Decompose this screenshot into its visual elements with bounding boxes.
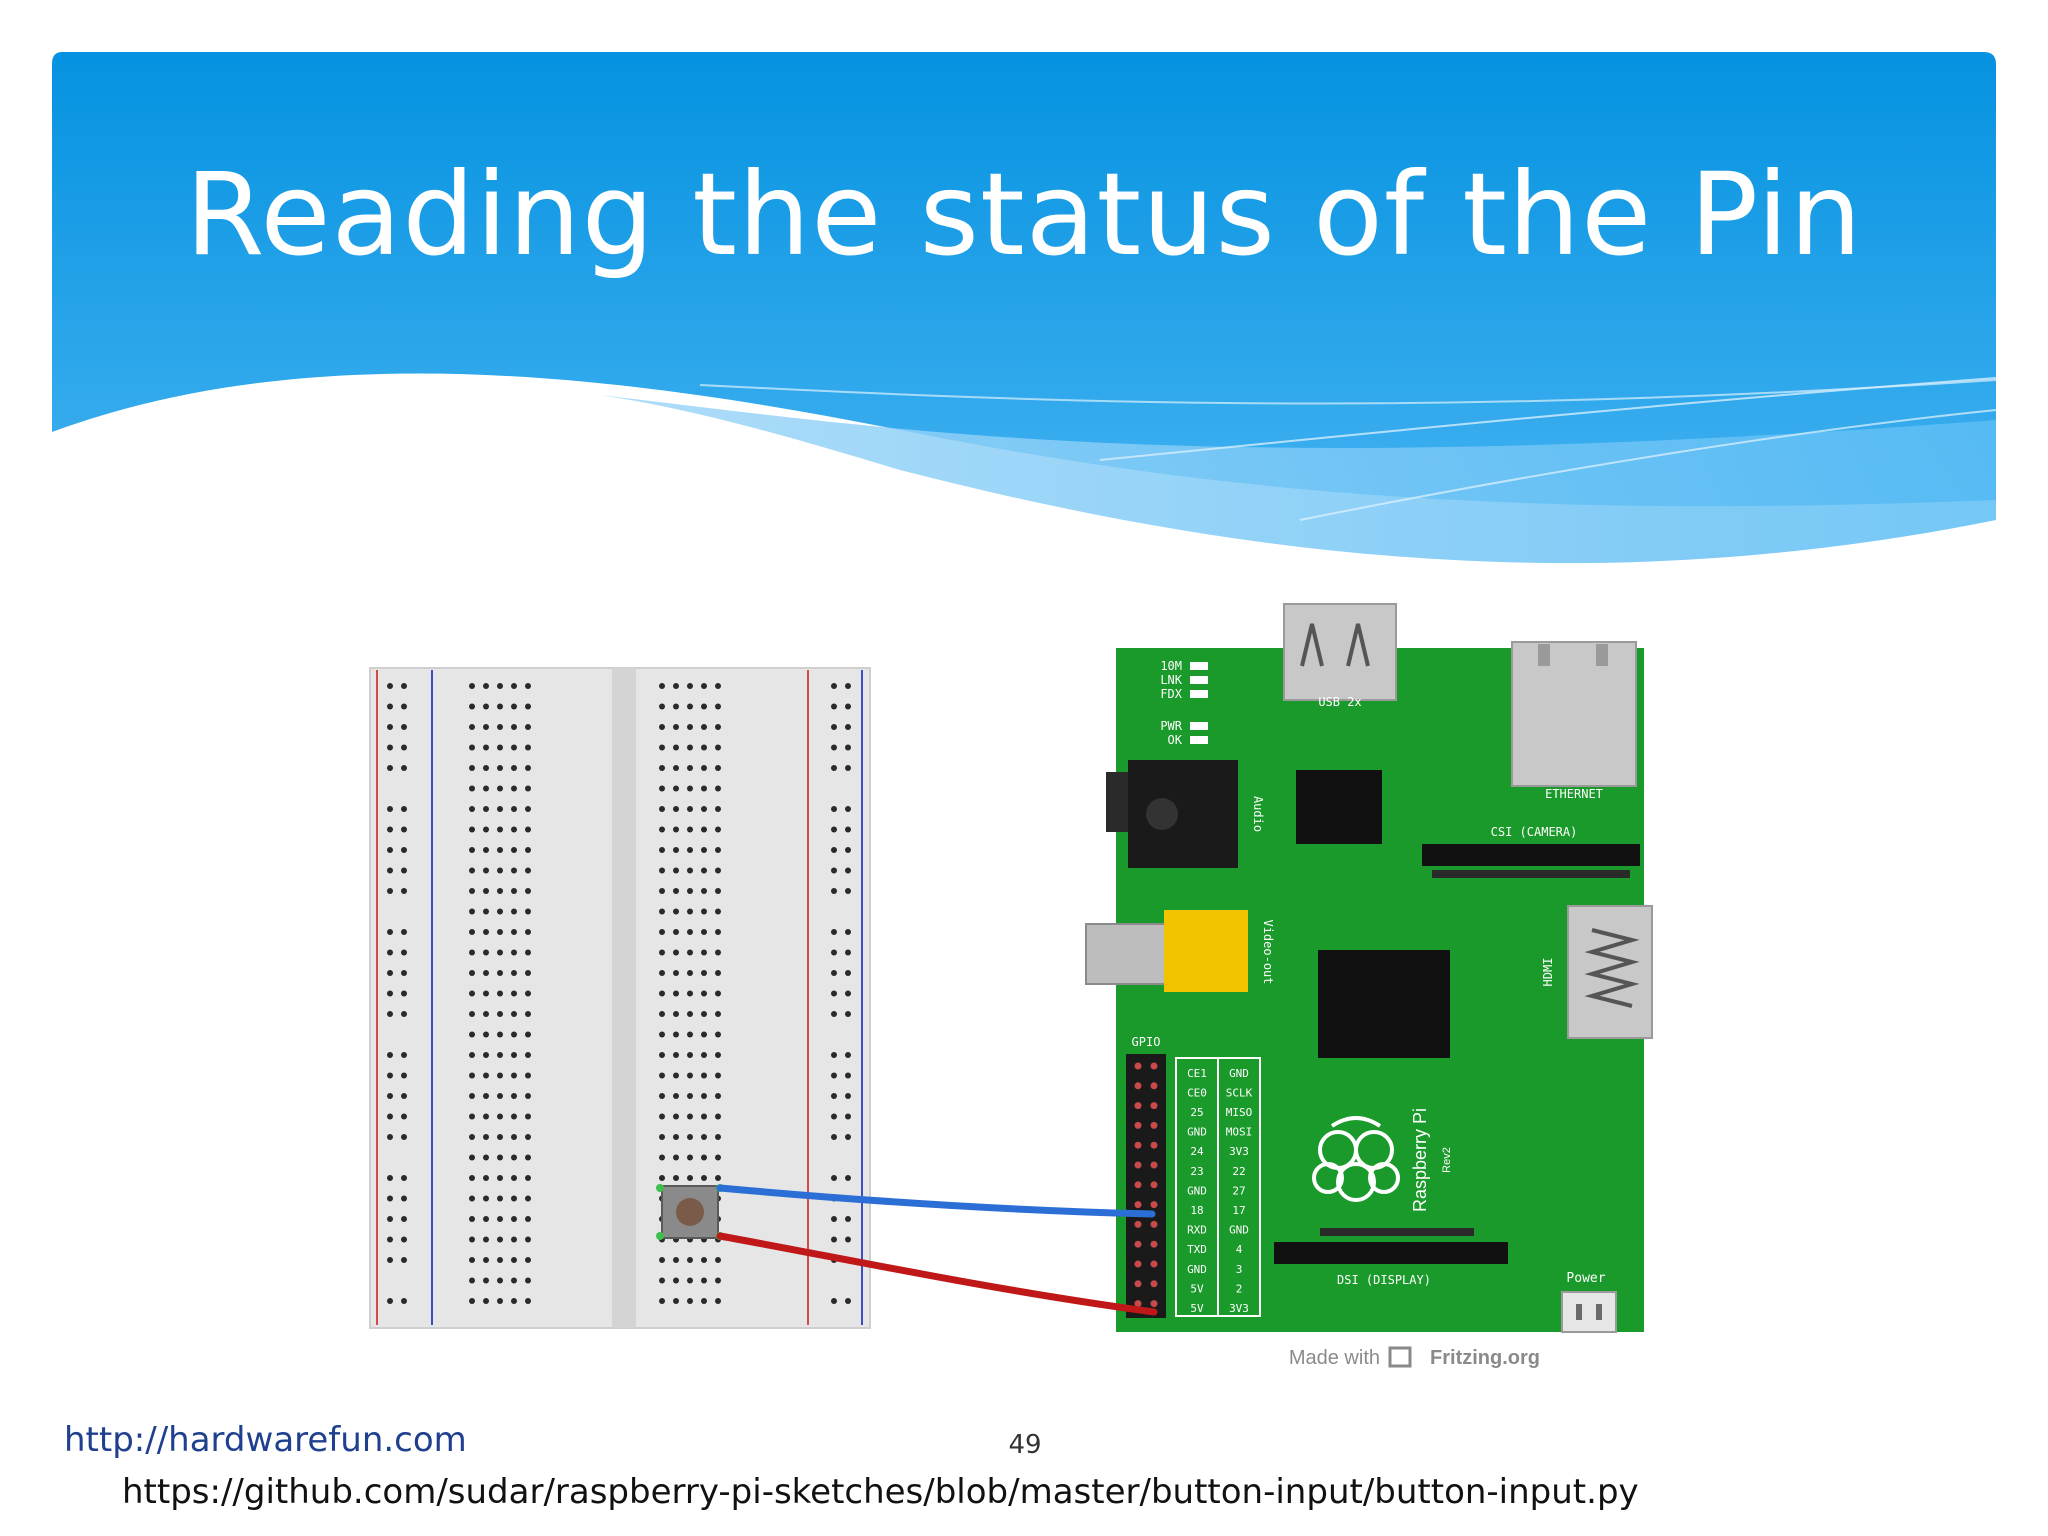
page-number: 49 <box>1008 1430 1042 1460</box>
gpio-pin-label: 5V <box>1190 1302 1204 1315</box>
gpio-label: GPIO <box>1132 1035 1161 1049</box>
gpio-pin-label: CE1 <box>1187 1067 1207 1080</box>
video-label: Video-out <box>1261 919 1275 984</box>
gpio-pin-label: 18 <box>1190 1204 1203 1217</box>
ethernet-port: ETHERNET <box>1511 641 1637 801</box>
csi-connector: CSI (CAMERA) <box>1422 825 1640 878</box>
gpio-pin-label: 5V <box>1190 1282 1204 1295</box>
csi-label: CSI (CAMERA) <box>1491 825 1578 839</box>
fritzing-logo-icon <box>1388 1346 1412 1368</box>
usb-controller-chip <box>1296 770 1382 844</box>
gpio-pin-label: TXD <box>1187 1243 1207 1256</box>
gpio-pin-label: 25 <box>1190 1106 1203 1119</box>
rev-label: Rev2 <box>1441 1147 1453 1173</box>
gpio-pin-label: GND <box>1187 1263 1207 1276</box>
gpio-pin-label: 2 <box>1236 1282 1243 1295</box>
breadboard <box>369 667 871 1329</box>
power-port: Power <box>1561 1271 1617 1333</box>
gpio-pin-label: 3V3 <box>1229 1302 1249 1315</box>
source-code-link[interactable]: https://github.com/sudar/raspberry-pi-sk… <box>122 1472 1639 1512</box>
soc-chip <box>1318 950 1450 1058</box>
gpio-pin-label: CE0 <box>1187 1086 1207 1099</box>
gpio-header: GPIO 3V3234GND1727223V3MOSIMISOSCLKGND5V… <box>1126 1035 1261 1318</box>
gpio-pin-label: GND <box>1187 1126 1207 1139</box>
gpio-pin-label: MISO <box>1226 1106 1253 1119</box>
gpio-pin-label: 3V3 <box>1229 1145 1249 1158</box>
slide-title: Reading the status of the Pin <box>185 148 1863 281</box>
audio-jack: Audio <box>1106 760 1265 868</box>
dsi-connector: DSI (DISPLAY) <box>1274 1228 1508 1287</box>
gpio-pin-label: 4 <box>1236 1243 1243 1256</box>
raspberry-pi-board: USB 2x ETHERNET 10M LNK FDX PWR OK <box>1085 603 1653 1333</box>
gpio-pin-label: SCLK <box>1226 1086 1253 1099</box>
gpio-pin-label: 24 <box>1190 1145 1204 1158</box>
raspberry-pi-brand: Raspberry Pi <box>1410 1108 1430 1212</box>
raspberry-logo-icon <box>1312 1116 1400 1202</box>
circuit-diagram: USB 2x ETHERNET 10M LNK FDX PWR OK <box>369 603 1653 1369</box>
gpio-pin-label: 27 <box>1232 1184 1245 1197</box>
red-wire <box>716 1232 1158 1316</box>
gpio-pin-label: MOSI <box>1226 1126 1253 1139</box>
blue-wire <box>716 1184 1156 1218</box>
footer-website-link[interactable]: http://hardwarefun.com <box>64 1420 467 1460</box>
led-label-10m: 10M <box>1160 659 1182 673</box>
usb-label: USB 2x <box>1318 695 1361 709</box>
gpio-pin-label: 17 <box>1232 1204 1245 1217</box>
dsi-label: DSI (DISPLAY) <box>1337 1273 1431 1287</box>
gpio-pin-label: 22 <box>1232 1165 1245 1178</box>
led-label-fdx: FDX <box>1160 687 1182 701</box>
gpio-pin-label: GND <box>1229 1067 1249 1080</box>
led-label-pwr: PWR <box>1160 719 1182 733</box>
audio-label: Audio <box>1251 796 1265 832</box>
gpio-pin-label: RXD <box>1187 1224 1207 1237</box>
video-out-port: Video-out <box>1085 910 1275 992</box>
hdmi-port: HDMI <box>1541 905 1653 1039</box>
gpio-pins <box>1134 1062 1158 1308</box>
header-background <box>52 52 1997 564</box>
ethernet-label: ETHERNET <box>1545 787 1603 801</box>
push-button <box>656 1184 724 1240</box>
gpio-pin-label: GND <box>1229 1224 1249 1237</box>
gpio-pin-labels: 3V3234GND1727223V3MOSIMISOSCLKGND5V5VGND… <box>1187 1067 1253 1315</box>
usb-port: USB 2x <box>1283 603 1397 709</box>
gpio-pin-label: 3 <box>1236 1263 1243 1276</box>
hdmi-label: HDMI <box>1541 958 1555 987</box>
gpio-pin-label: 23 <box>1190 1165 1203 1178</box>
power-label: Power <box>1566 1271 1605 1286</box>
led-label-ok: OK <box>1168 733 1183 747</box>
breadboard-holes <box>387 683 851 1304</box>
fritzing-brand: Fritzing.org <box>1430 1347 1540 1369</box>
gpio-pin-label: GND <box>1187 1184 1207 1197</box>
made-with-text: Made with <box>1289 1347 1380 1369</box>
status-leds: 10M LNK FDX PWR OK <box>1160 659 1208 747</box>
led-label-lnk: LNK <box>1160 673 1182 687</box>
